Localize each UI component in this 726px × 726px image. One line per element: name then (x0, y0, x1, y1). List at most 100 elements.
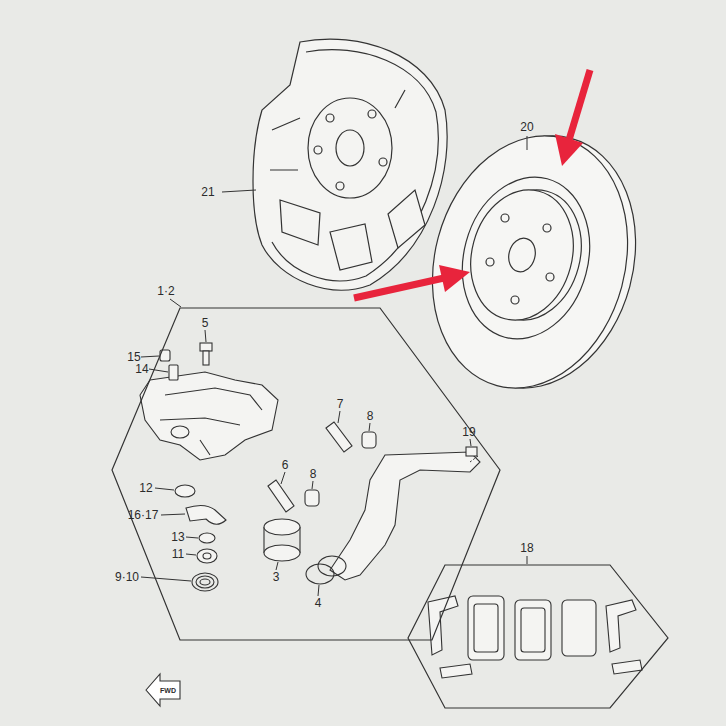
brake-pads (428, 596, 642, 678)
lug-hole (546, 273, 554, 281)
stamped-slot (330, 224, 372, 270)
hexagon-outline (408, 565, 668, 708)
leader-line (186, 554, 196, 555)
callout-number: 15 (127, 351, 140, 363)
piston-seal (306, 564, 334, 584)
stamped-slot (388, 190, 425, 248)
callout-number: 5 (202, 317, 209, 329)
callout-number: 7 (337, 398, 344, 410)
stamped-slot (280, 200, 320, 245)
bolt-shank (203, 351, 209, 365)
leader-line (470, 439, 471, 446)
rotor-hat (457, 178, 588, 331)
return-spring (192, 573, 218, 591)
arrow-shaft (354, 278, 444, 298)
part-group-hexagon: 18 (408, 565, 668, 708)
caliper-body (140, 372, 278, 460)
red-arrows (354, 70, 590, 298)
guide-pin (326, 422, 352, 452)
piston-seal (318, 556, 346, 576)
pad-lining (474, 604, 498, 652)
rotor-friction-ring (445, 163, 607, 354)
pad-clip (428, 596, 458, 655)
callout-number: 6 (282, 459, 289, 471)
arrow-head (555, 134, 583, 166)
part-group-hexagon: 1·2 (112, 308, 500, 640)
carrier-bolt (466, 447, 477, 456)
pad-lining (521, 608, 545, 652)
rotor-bore (505, 235, 539, 275)
caliper-parts (140, 343, 480, 591)
callout-number: 12 (139, 482, 152, 494)
lug-hole (511, 296, 519, 304)
rotor-face (405, 114, 655, 410)
leader-line (222, 190, 256, 192)
callout-number: 8 (367, 410, 374, 422)
guide-pin (268, 480, 294, 512)
leader-line (141, 577, 191, 581)
anti-squeal-shim (440, 664, 472, 678)
brake-pad (515, 600, 551, 660)
hexagon-outline (112, 308, 500, 640)
leader-line (338, 411, 340, 423)
leader-line (276, 562, 278, 570)
direction-mark: FWD (160, 687, 176, 694)
brake-rotor (405, 114, 663, 410)
callout-number: 14 (135, 363, 148, 375)
small-washer (199, 533, 215, 543)
callout-number: 19 (462, 426, 475, 438)
leader-line (161, 514, 185, 515)
bolt-head (200, 343, 212, 351)
bushing (197, 549, 217, 563)
dust-shield-bore (336, 130, 364, 166)
leader-line (318, 585, 319, 596)
brake-pad (468, 596, 504, 660)
callout-number: 3 (273, 571, 280, 583)
leader-line (527, 556, 528, 564)
bushing-bore (203, 553, 211, 559)
leader-line (369, 423, 370, 431)
leader-line (281, 472, 285, 484)
callout-number: 1·2 (157, 284, 174, 298)
brake-pad (562, 600, 596, 656)
caliper-detail (160, 388, 262, 455)
hexagon-border (112, 308, 500, 640)
callout-number: 20 (520, 121, 533, 133)
arrow-head (439, 265, 470, 292)
bolt-hole (379, 158, 387, 166)
parking-lever (186, 505, 226, 524)
callout-number: 16·17 (128, 509, 159, 521)
leader-line (312, 481, 313, 489)
callout-number: 18 (520, 541, 533, 555)
return-spring (196, 576, 214, 588)
anti-squeal-shim (612, 660, 642, 674)
bolt-hole (314, 146, 322, 154)
fwd-arrow (146, 674, 180, 706)
piston-top (264, 519, 300, 535)
lug-hole (486, 258, 494, 266)
callout-number: 11 (172, 548, 184, 560)
leader-line (186, 537, 198, 538)
dust-shield-hub (308, 98, 392, 198)
pin-boot (362, 432, 376, 448)
leader-lines (141, 330, 478, 596)
stamped-rib (270, 90, 405, 170)
return-spring (200, 579, 210, 585)
dust-shield (253, 39, 447, 290)
piston-bottom (264, 545, 300, 561)
washer (175, 485, 195, 497)
pad-clip (606, 600, 636, 652)
bolt-dash (470, 456, 478, 462)
callout-number: 4 (315, 597, 322, 609)
leader-line (205, 330, 206, 342)
bleeder-screw (169, 365, 178, 380)
dust-shield-outline (253, 39, 447, 290)
callout-number: 9·10 (115, 571, 139, 583)
lug-hole (501, 214, 509, 222)
callout-number: 13 (171, 531, 184, 543)
hexagon-border (408, 565, 668, 708)
arrow-shaft (569, 70, 590, 140)
leader-line (149, 369, 168, 372)
